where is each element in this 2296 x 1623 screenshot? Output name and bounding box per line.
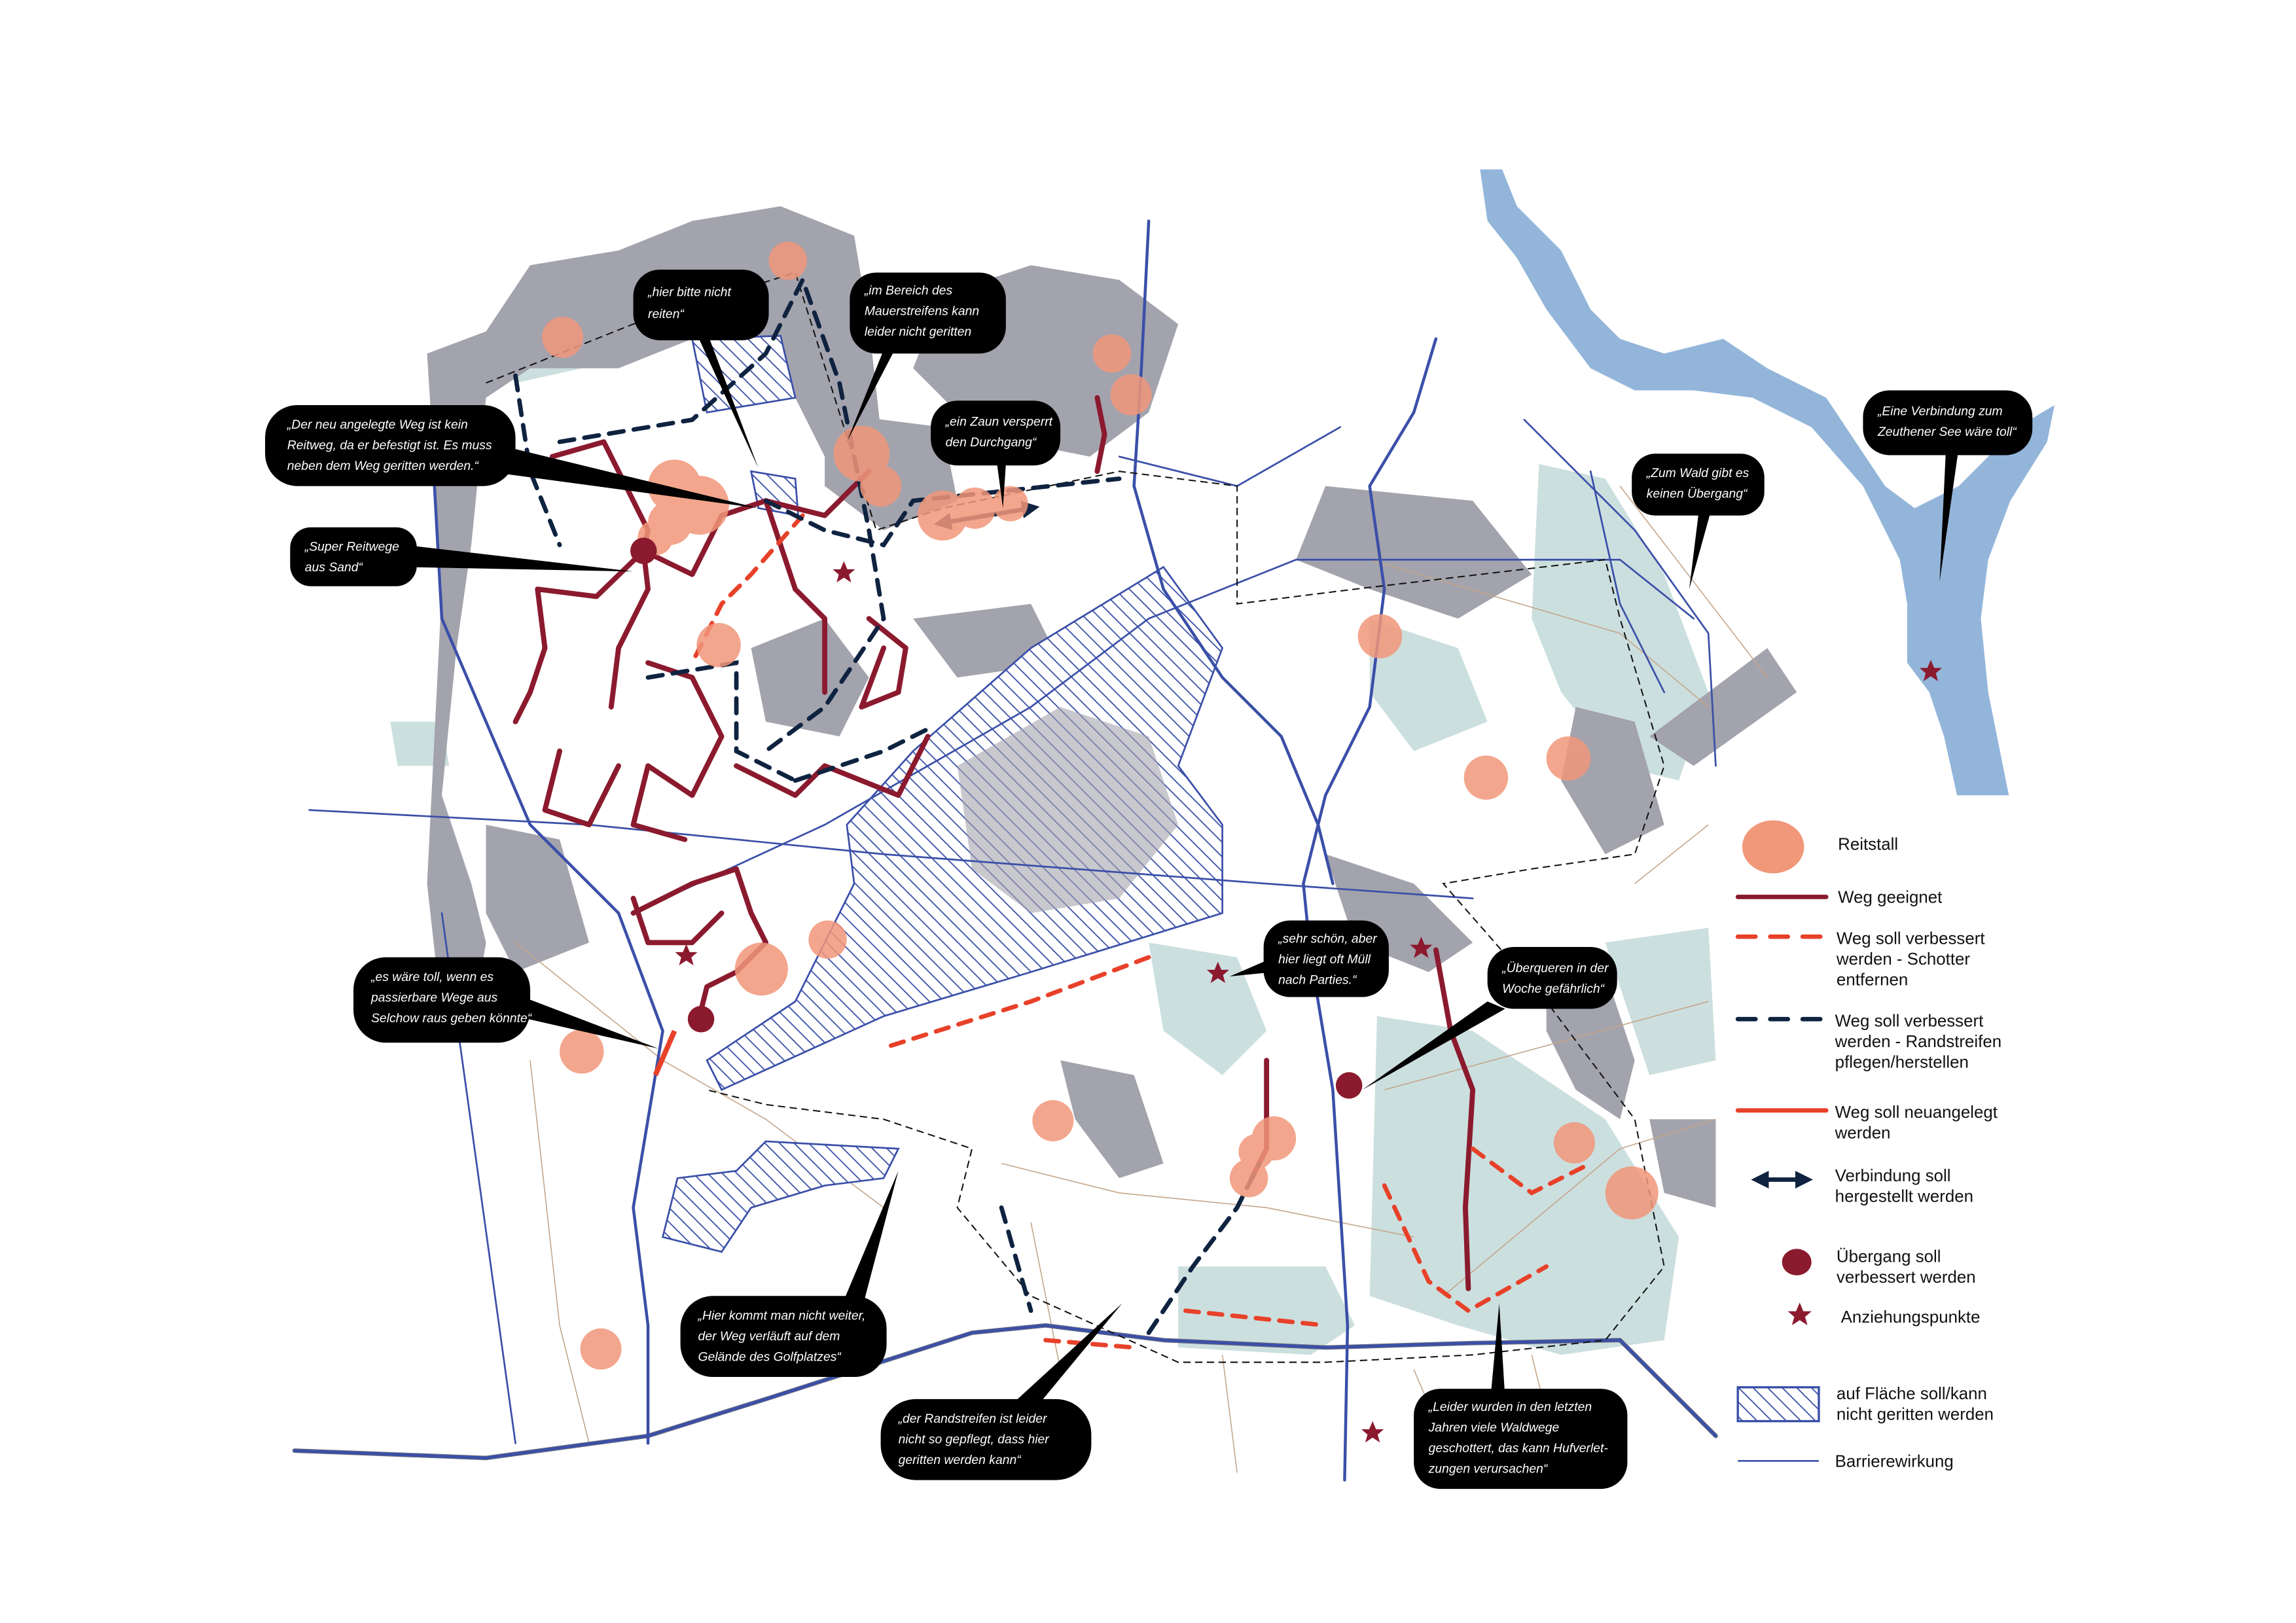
legend-barrierewirkung: Barrierewirkung [1835,1452,1954,1471]
barrier-lines [292,219,1718,1482]
reitstall-legend-icon [1742,820,1804,874]
riding-stables [542,241,1659,1370]
legend-weg-geeignet: Weg geeignet [1838,889,1942,907]
study-area-boundary [486,272,1665,1363]
new-path [653,1029,677,1077]
star-legend-icon [1787,1302,1812,1326]
legend-anziehungspunkte: Anziehungspunkte [1841,1308,1981,1327]
hatched-legend-icon [1736,1386,1820,1423]
zeuthener-see-water [1480,169,2054,803]
crossings [630,537,1363,1099]
legend: Reitstall Weg geeignet Weg soll verbesse… [1723,795,2077,1488]
svg-text:„Hier kommt man nicht weiter,d: „Hier kommt man nicht weiter,der Weg ver… [698,1308,866,1364]
svg-text:„Der neu angelegte Weg ist kei: „Der neu angelegte Weg ist keinReitweg, … [287,418,492,473]
uebergang-legend-icon [1782,1249,1812,1275]
randstreifen-paths [513,274,1262,1335]
legend-reitstall: Reitstall [1838,836,1898,854]
attraction-stars [675,561,1943,1443]
bubble-golfplatz: „Hier kommt man nicht weiter,der Weg ver… [680,1171,899,1378]
